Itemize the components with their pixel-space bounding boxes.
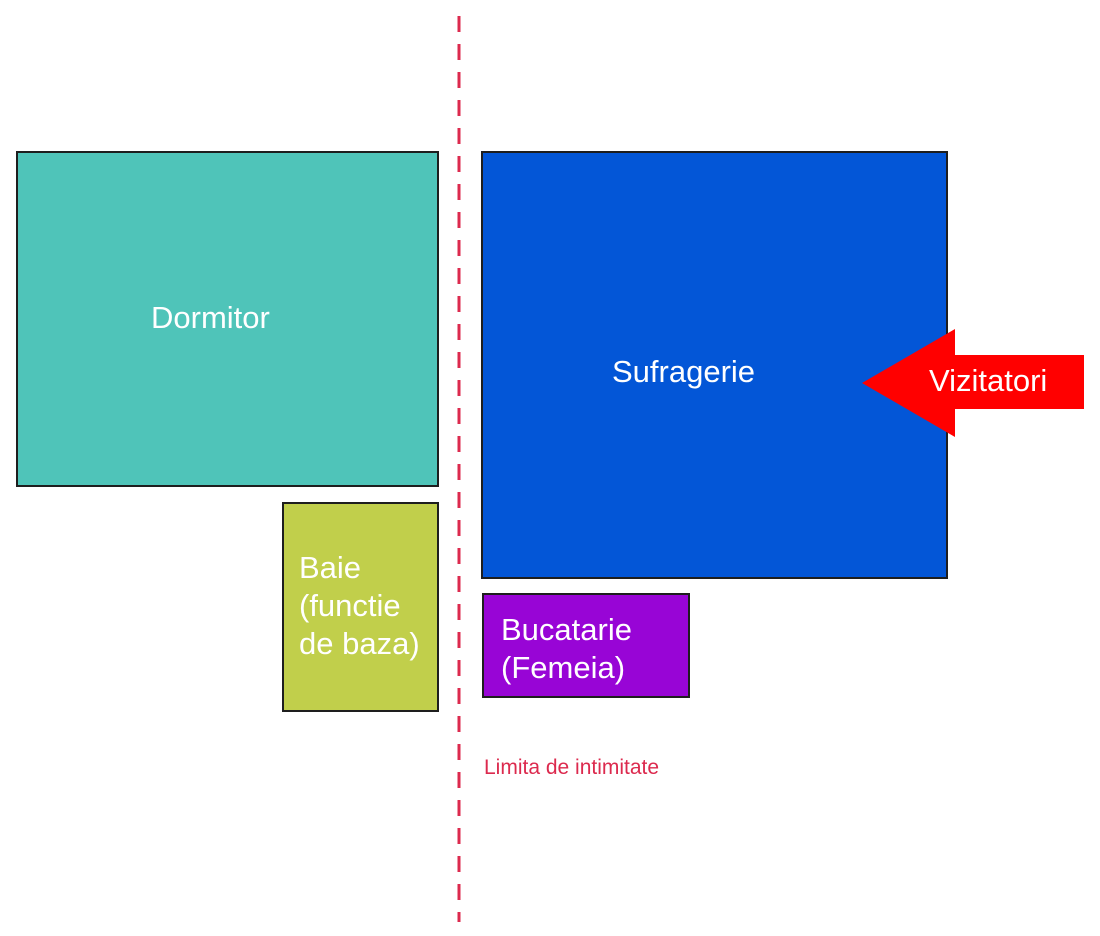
room-dormitor-label: Dormitor xyxy=(151,300,270,335)
room-baie-label: Baie (functie de baza) xyxy=(299,550,420,661)
room-sufragerie: Sufragerie xyxy=(481,151,948,579)
room-bucatarie-label: Bucatarie (Femeia) xyxy=(501,612,632,685)
visitor-label: Vizitatori xyxy=(929,363,1048,398)
visitor-arrow xyxy=(862,329,1084,437)
room-bucatarie: Bucatarie (Femeia) xyxy=(482,593,690,698)
room-sufragerie-label: Sufragerie xyxy=(612,354,756,389)
room-dormitor: Dormitor xyxy=(16,151,439,487)
privacy-boundary-label: Limita de intimitate xyxy=(484,756,660,779)
room-baie: Baie (functie de baza) xyxy=(282,502,439,712)
